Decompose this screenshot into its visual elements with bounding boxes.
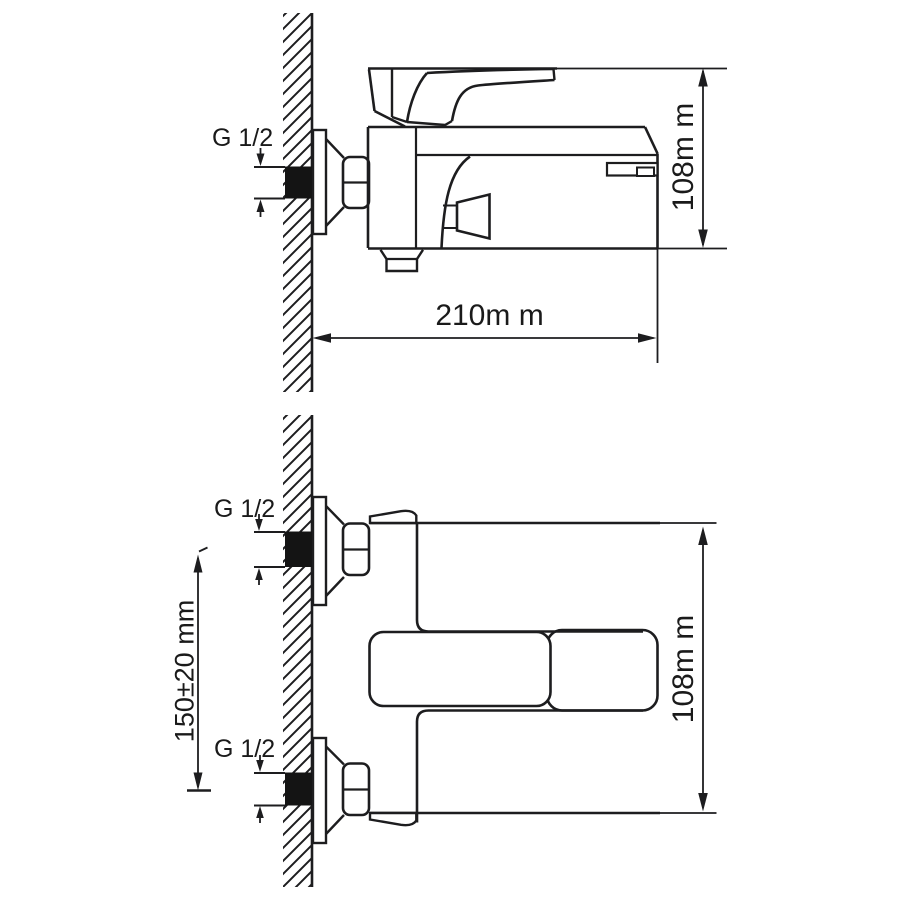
- thread-label-side: G 1/2: [212, 124, 274, 152]
- wall-section-side: [283, 13, 314, 392]
- dimension-108-side: [557, 67, 727, 250]
- thread-label-front-top: G 1/2: [214, 495, 276, 523]
- dimension-210: [312, 248, 659, 363]
- height-dimension-label-front: 108m m: [667, 614, 700, 724]
- arrow-down-icon: [256, 760, 264, 772]
- escutcheon-front-bottom: [311, 736, 371, 845]
- faucet-body-front: [368, 509, 660, 827]
- arrow-down-icon: [193, 772, 203, 791]
- escutcheon-side: [311, 128, 371, 236]
- spout-curve: [440, 155, 471, 249]
- handle-side: [367, 67, 556, 128]
- arrow-left-icon: [312, 333, 331, 343]
- bottom-cap-front: [368, 811, 418, 827]
- valve-cap-front: [545, 628, 659, 712]
- thread-label-front-bottom: G 1/2: [214, 735, 276, 763]
- faucet-body-side: [366, 67, 659, 273]
- dimension-150: [187, 546, 211, 792]
- arrow-right-icon: [638, 333, 657, 343]
- dimension-108-front: [660, 522, 717, 814]
- inlet-pipe-side: [254, 148, 312, 217]
- front-view: [187, 415, 717, 887]
- arrow-up-icon: [193, 554, 203, 573]
- arrow-down-icon: [698, 229, 708, 248]
- arrow-up-icon: [698, 68, 708, 87]
- aerator-outlet-side: [379, 249, 425, 273]
- escutcheon-front-top: [311, 495, 371, 607]
- height-dimension-label-side: 108m m: [667, 102, 700, 212]
- width-dimension-label: 210m m: [435, 299, 544, 332]
- arrow-up-icon: [256, 806, 264, 818]
- inlet-pipe-front-bottom: [254, 755, 312, 823]
- arrow-up-icon: [255, 568, 263, 580]
- arrow-down-icon: [255, 519, 263, 531]
- arrow-down-icon: [698, 793, 708, 812]
- wall-section-front: [283, 415, 314, 887]
- arrow-up-icon: [256, 199, 265, 212]
- top-cap-front: [368, 509, 418, 525]
- inlet-pipe-front-top: [254, 514, 312, 585]
- arrow-up-icon: [698, 526, 708, 545]
- inlet-distance-dimension-label: 150±20 mm: [169, 599, 200, 743]
- spout-clip-detail: [605, 161, 659, 177]
- arrow-down-icon: [256, 153, 265, 166]
- handle-front: [368, 630, 552, 708]
- side-view: [254, 13, 727, 392]
- diverter-knob-side: [442, 192, 491, 241]
